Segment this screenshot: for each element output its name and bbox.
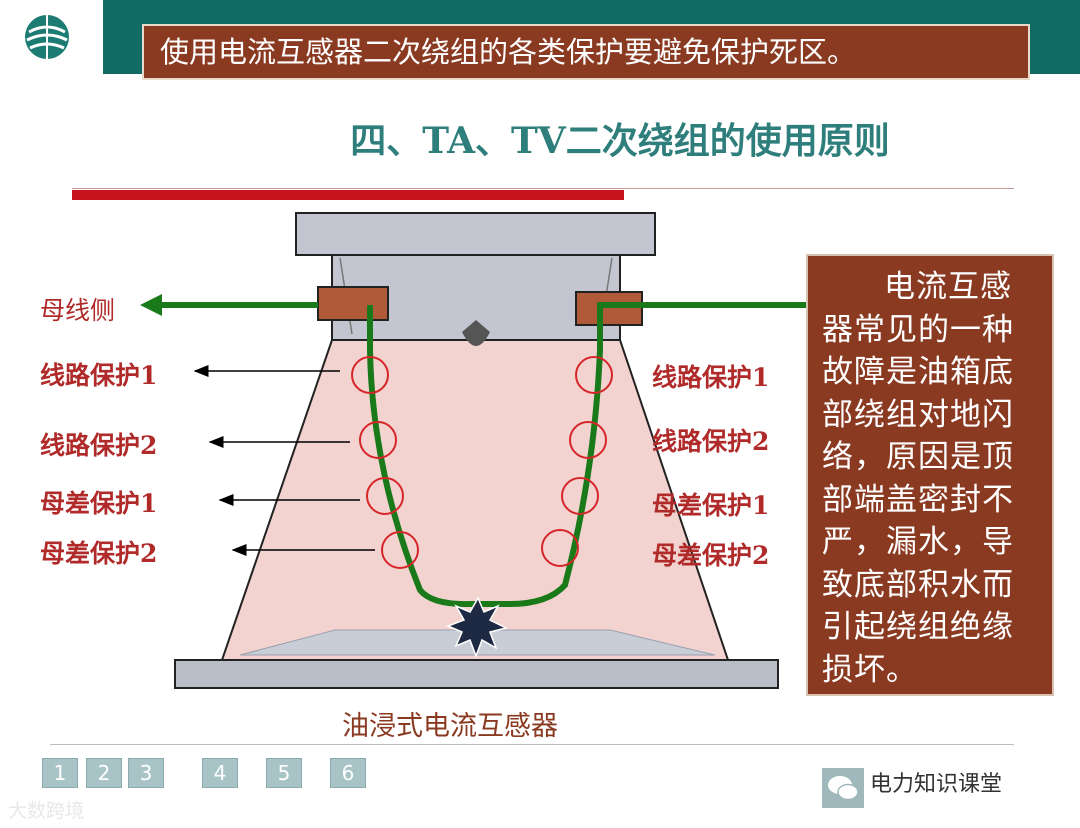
page-button-6[interactable]: 6 (330, 758, 366, 788)
watermark-left: 大数跨境 (8, 800, 85, 822)
title-underline-bar (72, 190, 624, 200)
flashover-icon (445, 596, 509, 659)
left-core-4 (381, 531, 419, 569)
bus-side-label: 母线侧 (40, 296, 116, 325)
diagram-caption: 油浸式电流互感器 (342, 711, 558, 742)
right-label-bus-protection-1: 母差保护1 (652, 491, 770, 520)
tank-base (174, 659, 779, 689)
right-label-bus-protection-2: 母差保护2 (652, 541, 770, 570)
top-cover (295, 212, 656, 256)
company-logo (25, 15, 69, 59)
left-core-3 (366, 477, 404, 515)
page-button-3[interactable]: 3 (128, 758, 164, 788)
right-core-2 (569, 421, 607, 459)
bus-arrow-head-icon (140, 294, 162, 316)
page-title: 四、TA、TV二次绕组的使用原则 (350, 120, 890, 162)
wechat-icon (822, 768, 864, 808)
footer-divider (50, 744, 1014, 745)
right-label-line-protection-1: 线路保护1 (652, 363, 770, 392)
ct-diagram (140, 212, 810, 689)
page-button-4[interactable]: 4 (202, 758, 238, 788)
watermark-right: 电力知识课堂 (870, 772, 1003, 797)
terminal-right (575, 291, 643, 326)
page-button-5[interactable]: 5 (266, 758, 302, 788)
banner-text: 使用电流互感器二次绕组的各类保护要避免保护死区。 (142, 24, 1030, 80)
right-core-3 (561, 477, 599, 515)
terminal-left (317, 286, 389, 321)
divider (72, 188, 1014, 189)
right-core-4 (541, 529, 579, 567)
primary-conductor (367, 302, 810, 608)
left-label-bus-protection-1: 母差保护1 (40, 489, 158, 518)
page-button-2[interactable]: 2 (86, 758, 122, 788)
right-label-line-protection-2: 线路保护2 (652, 427, 770, 456)
water-drop-icon (462, 320, 490, 346)
left-label-line-protection-2: 线路保护2 (40, 431, 158, 460)
right-core-1 (575, 356, 613, 394)
fault-explanation-box: 电流互感器常见的一种故障是油箱底部绕组对地闪络，原因是顶部端盖密封不严，漏水，导… (806, 254, 1054, 696)
page-button-1[interactable]: 1 (42, 758, 78, 788)
left-label-bus-protection-2: 母差保护2 (40, 539, 158, 568)
left-label-line-protection-1: 线路保护1 (40, 361, 158, 390)
left-core-2 (359, 421, 397, 459)
left-core-1 (351, 356, 389, 394)
